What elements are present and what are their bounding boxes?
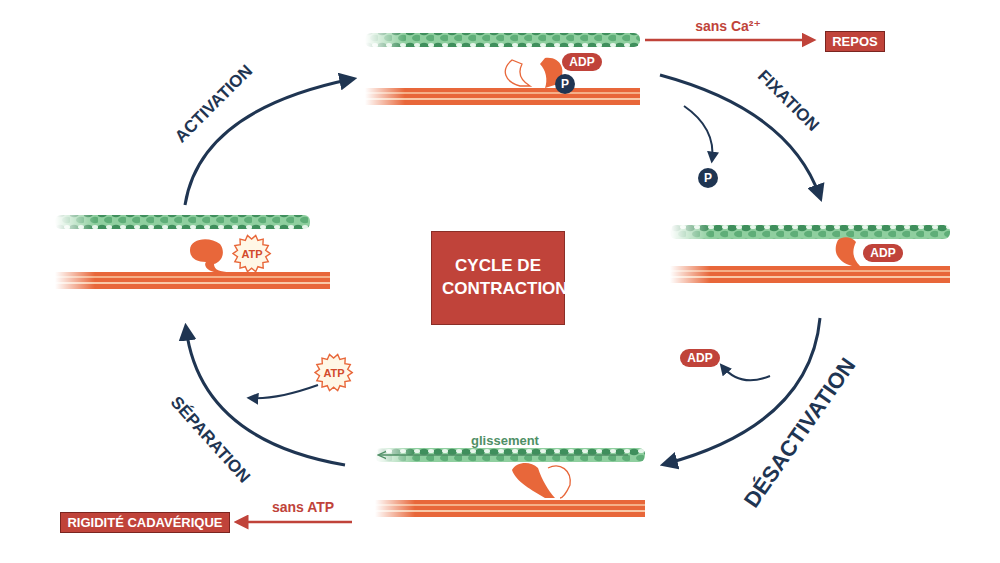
phosphate-circle: P (698, 168, 718, 188)
step-label: ACTIVATION (170, 60, 259, 149)
stage-left (55, 215, 330, 289)
condition-label: glissement (469, 433, 541, 448)
node-text: P (561, 77, 569, 91)
stage-bottom (375, 448, 645, 517)
adp-pill: ADP (863, 244, 902, 262)
adp-pill: ADP (562, 53, 601, 71)
step-label: FIXATION (752, 65, 824, 137)
condition-label: sans Ca²⁺ (693, 18, 763, 34)
title-box: CYCLE DE CONTRACTION (431, 231, 565, 325)
step-label: DÉSACTIVATION (738, 352, 863, 515)
release-arrows (250, 106, 770, 398)
node-text: ADP (687, 351, 712, 365)
outcome-box: RIGIDITÉ CADAVÉRIQUE (60, 512, 229, 533)
node-text: CYCLE DE CONTRACTION (442, 255, 554, 301)
atp-burst: ATP (315, 354, 352, 391)
node-text: ATP (241, 248, 262, 260)
node-text: RIGIDITÉ CADAVÉRIQUE (67, 515, 222, 530)
condition-label: sans ATP (270, 499, 336, 515)
node-text: P (704, 171, 712, 185)
node-text: ATP (323, 367, 344, 379)
node-text: REPOS (832, 34, 878, 49)
stage-right (670, 225, 950, 283)
node-text: ADP (870, 246, 895, 260)
step-label: SÉPARATION (165, 391, 255, 488)
adp-pill: ADP (680, 349, 719, 367)
cycle-arrows (185, 75, 820, 465)
phosphate-circle: P (555, 74, 575, 94)
atp-burst: ATP (233, 235, 270, 272)
stage-top (365, 33, 640, 105)
node-text: ADP (569, 55, 594, 69)
outcome-box: REPOS (825, 31, 885, 52)
side-arrows (238, 40, 812, 522)
